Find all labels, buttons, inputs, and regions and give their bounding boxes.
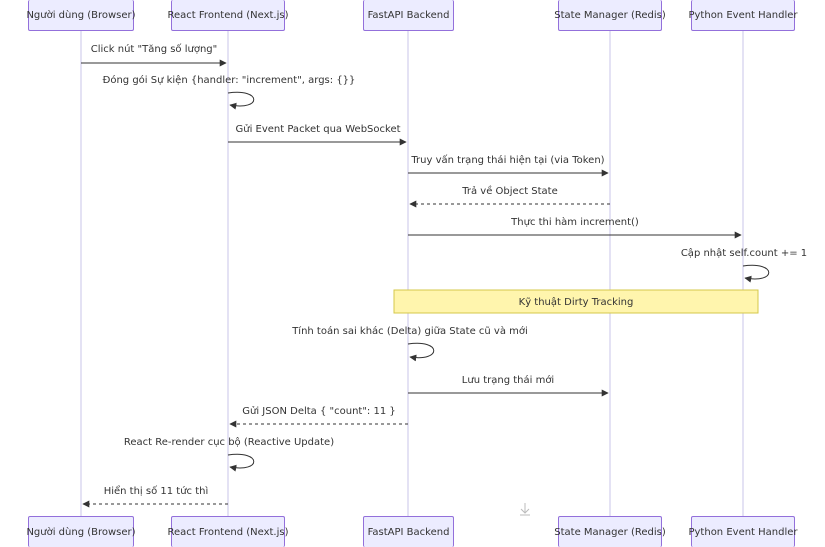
participant-python-top: Python Event Handler (688, 0, 798, 31)
participant-react-top: React Frontend (Next.js) (168, 0, 288, 31)
participant-redis-top: State Manager (Redis) (554, 0, 666, 31)
message-arrow-7 (742, 264, 770, 283)
participant-browser-bottom: Người dùng (Browser) (26, 516, 136, 547)
message-label-11: React Re-render cục bộ (Reactive Update) (124, 436, 334, 448)
note-text: Kỹ thuật Dirty Tracking (519, 296, 634, 308)
participant-browser-top: Người dùng (Browser) (26, 0, 136, 31)
participant-python-bottom: Python Event Handler (688, 516, 798, 547)
message-label-4: Truy vấn trạng thái hiện tại (via Token) (410, 154, 604, 166)
message-arrow-2 (227, 91, 255, 110)
message-label-2: Đóng gói Sự kiện {handler: "increment", … (103, 74, 356, 86)
message-label-9: Lưu trạng thái mới (462, 374, 554, 386)
message-label-8: Tính toán sai khác (Delta) giữa State cũ… (291, 325, 528, 337)
message-label-6: Thực thi hàm increment() (510, 216, 639, 228)
participant-fastapi-bottom: FastAPI Backend (363, 516, 454, 547)
message-label-3: Gửi Event Packet qua WebSocket (235, 123, 400, 135)
participant-react-bottom: React Frontend (Next.js) (168, 516, 288, 547)
participant-redis-bottom: State Manager (Redis) (554, 516, 666, 547)
message-label-1: Click nút "Tăng số lượng" (91, 43, 218, 55)
participant-fastapi-top: FastAPI Backend (363, 0, 454, 31)
download-icon[interactable] (520, 503, 530, 516)
message-label-12: Hiển thị số 11 tức thì (104, 484, 209, 497)
message-arrow-8 (407, 342, 435, 362)
message-label-7: Cập nhật self.count += 1 (681, 247, 807, 259)
message-arrow-11 (227, 453, 255, 472)
note-box (393, 289, 759, 314)
message-label-10: Gửi JSON Delta { "count": 11 } (242, 405, 396, 417)
message-label-5: Trả về Object State (461, 185, 558, 197)
